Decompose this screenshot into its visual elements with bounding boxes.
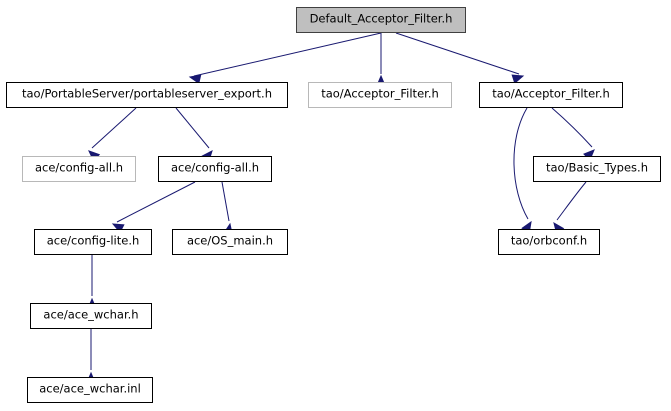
node-label-config_all_ext: ace/config-all.h [34,160,124,175]
node-label-portableserver_export: tao/PortableServer/portableserver_export… [21,86,272,101]
node-config_all[interactable]: ace/config-all.h [158,156,272,182]
edge-config_lite-to-ace_wchar_h [87,255,97,310]
node-label-acceptor_filter_ext: tao/Acceptor_Filter.h [321,86,439,101]
node-config_all_ext[interactable]: ace/config-all.h [22,156,136,182]
edge-config_all-to-os_main [221,181,233,236]
node-ace_wchar_inl[interactable]: ace/ace_wchar.inl [27,377,153,403]
edge-root-to-acceptor_filter [395,32,525,84]
node-label-ace_wchar_h: ace/ace_wchar.h [43,307,139,322]
edge-portableserver_export-to-config_all [175,107,213,163]
node-label-os_main: ace/OS_main.h [186,233,274,248]
node-label-config_lite: ace/config-lite.h [46,233,140,248]
node-config_lite[interactable]: ace/config-lite.h [34,229,152,255]
node-os_main[interactable]: ace/OS_main.h [172,229,288,255]
node-orbconf[interactable]: tao/orbconf.h [498,229,600,255]
edge-portableserver_export-to-config_all_ext [88,107,137,162]
node-label-root: Default_Acceptor_Filter.h [309,11,453,26]
node-label-config_all: ace/config-all.h [170,160,260,175]
edge-root-to-acceptor_filter_ext [376,33,386,87]
edge-root-to-portableserver_export [188,32,382,85]
edge-acceptor_filter-to-orbconf [513,107,532,234]
edge-config_all-to-config_lite [111,181,196,234]
node-acceptor_filter[interactable]: tao/Acceptor_Filter.h [479,82,623,108]
node-label-basic_types: tao/Basic_Types.h [545,160,648,175]
node-portableserver_export[interactable]: tao/PortableServer/portableserver_export… [6,82,288,108]
edge-basic_types-to-orbconf [553,181,587,235]
edge-ace_wchar_h-to-ace_wchar_inl [86,329,96,384]
node-label-orbconf: tao/orbconf.h [510,233,588,248]
edge-acceptor_filter-to-basic_types [551,107,595,161]
node-label-ace_wchar_inl: ace/ace_wchar.inl [39,381,141,396]
node-label-acceptor_filter: tao/Acceptor_Filter.h [492,86,610,101]
node-root: Default_Acceptor_Filter.h [296,7,466,33]
node-basic_types[interactable]: tao/Basic_Types.h [533,156,661,182]
node-ace_wchar_h[interactable]: ace/ace_wchar.h [30,303,152,329]
node-acceptor_filter_ext[interactable]: tao/Acceptor_Filter.h [308,82,452,108]
